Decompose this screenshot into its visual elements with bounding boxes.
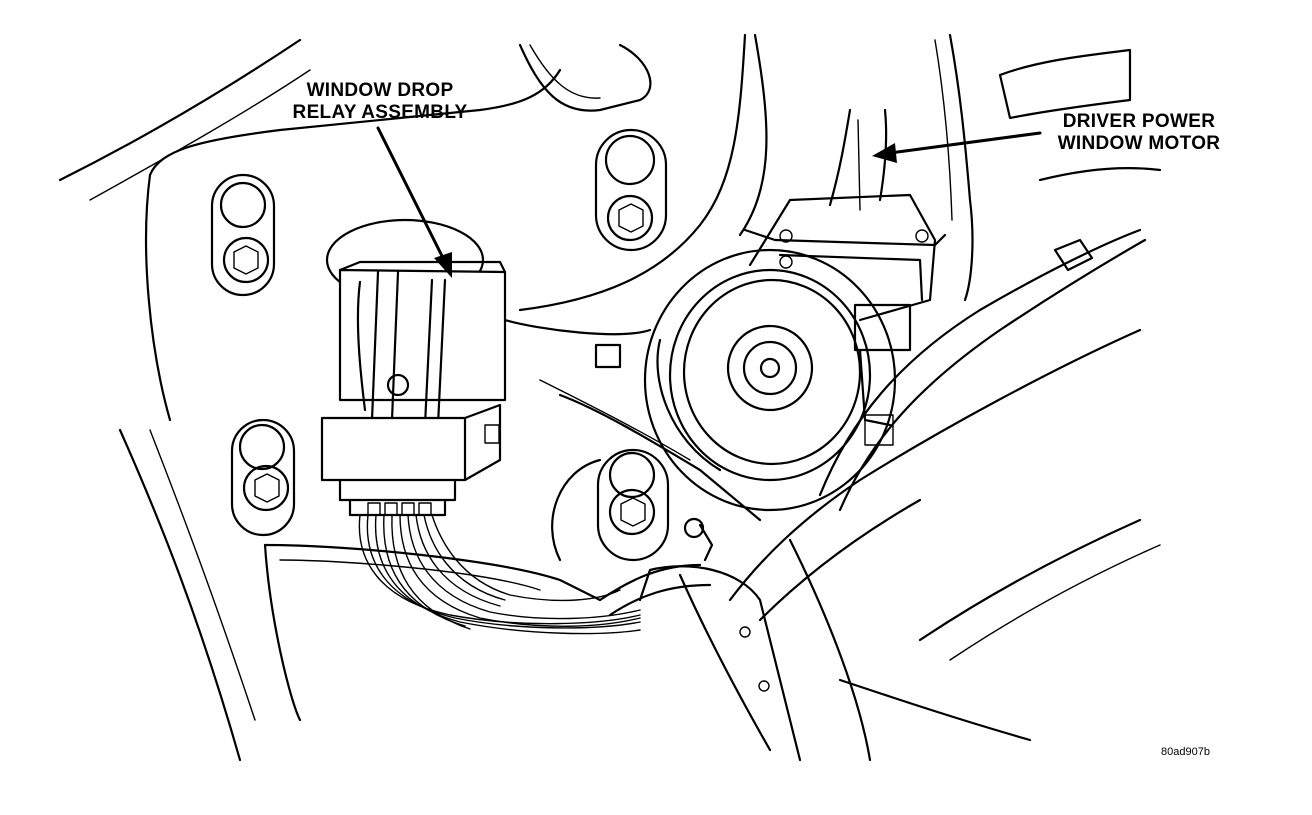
- relay-callout-line2: RELAY ASSEMBLY: [292, 102, 468, 123]
- relay-callout-line1: WINDOW DROP: [306, 80, 454, 101]
- motor-callout-line1: DRIVER POWER: [1062, 111, 1216, 132]
- motor-callout: DRIVER POWER WINDOW MOTOR: [1032, 111, 1246, 155]
- relay-assembly: [320, 218, 507, 517]
- door-panel-outline: [58, 33, 1162, 762]
- relay-leader-arrow: [376, 126, 452, 278]
- wiring-harness: [358, 514, 712, 635]
- motor-callout-line2: WINDOW MOTOR: [1057, 133, 1221, 154]
- mounting-hole-upper-left: [210, 173, 276, 297]
- mounting-hole-lower-middle: [596, 448, 670, 562]
- mounting-hole-upper-middle: [594, 128, 668, 252]
- relay-callout: WINDOW DROP RELAY ASSEMBLY: [273, 80, 487, 124]
- window-channel: [638, 228, 1147, 762]
- figure-id: 80ad907b: [1161, 746, 1210, 758]
- mounting-hole-lower-left: [230, 418, 296, 537]
- motor-leader-arrow: [872, 131, 1042, 163]
- square-slot: [594, 343, 622, 369]
- window-motor: [643, 108, 947, 512]
